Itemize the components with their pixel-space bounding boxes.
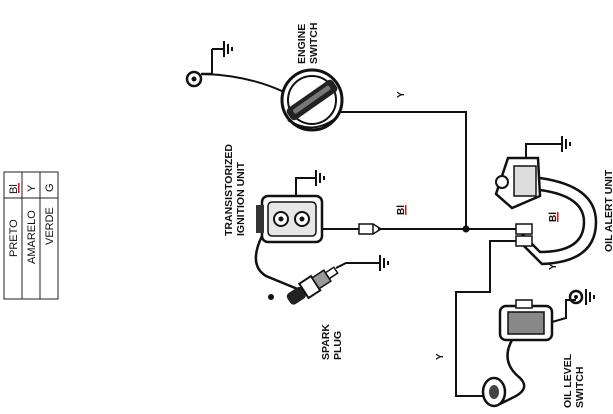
legend-code-g: G [44,183,56,192]
spark-plug-label-line2: PLUG [332,331,344,360]
legend-name-amarelo: AMARELO [26,210,38,264]
legend-code-bl-underline [18,183,20,193]
legend-code-bl: Bl [8,184,20,194]
engine-switch-label-line1: ENGINE [296,24,308,64]
inline-connector [358,223,383,235]
oil-level-ground-icon [585,289,595,305]
engine-switch [280,68,344,132]
spark-plug-label-line1: SPARK [320,324,332,360]
engine-switch-ground-lead [185,48,285,93]
wire-label-y-alert: Y [548,263,559,270]
spark-plug [268,262,380,305]
legend-code-y: Y [26,184,38,192]
legend-name-verde: VERDE [44,207,56,245]
wire-label-bl-alert-underline [557,212,559,222]
ignition-unit-label-line2: IGNITION UNIT [235,161,247,236]
wire-junction [462,225,470,233]
wire-label-bl-ignition: Bl [396,205,407,215]
legend-name-preto: PRETO [8,219,20,257]
oil-alert-unit [494,143,598,266]
oil-level-switch-label-line2: SWITCH [574,367,586,408]
ignition-ground-icon [315,170,325,186]
oil-alert-unit-label: OIL ALERT UNIT [603,169,613,252]
engine-switch-label-line2: SWITCH [308,23,320,64]
oil-level-switch-label-line1: OIL LEVEL [562,353,574,408]
oil-alert-ground-icon [561,136,571,152]
ground-symbol-icon [223,41,233,57]
wire-label-bl-ignition-underline [405,205,407,215]
wire-label-y-oil-switch: Y [435,353,446,360]
wire-label-y-engine: Y [396,91,407,98]
color-legend: Bl PRETO Y AMARELO G VERDE [3,171,59,300]
ignition-unit [254,177,324,292]
ignition-unit-label-line1: TRANSISTORIZED [223,144,235,236]
wires [322,111,520,397]
wire-label-bl-alert: Bl [548,212,559,222]
spark-plug-ground-icon [379,255,389,271]
oil-level-switch [481,289,584,408]
